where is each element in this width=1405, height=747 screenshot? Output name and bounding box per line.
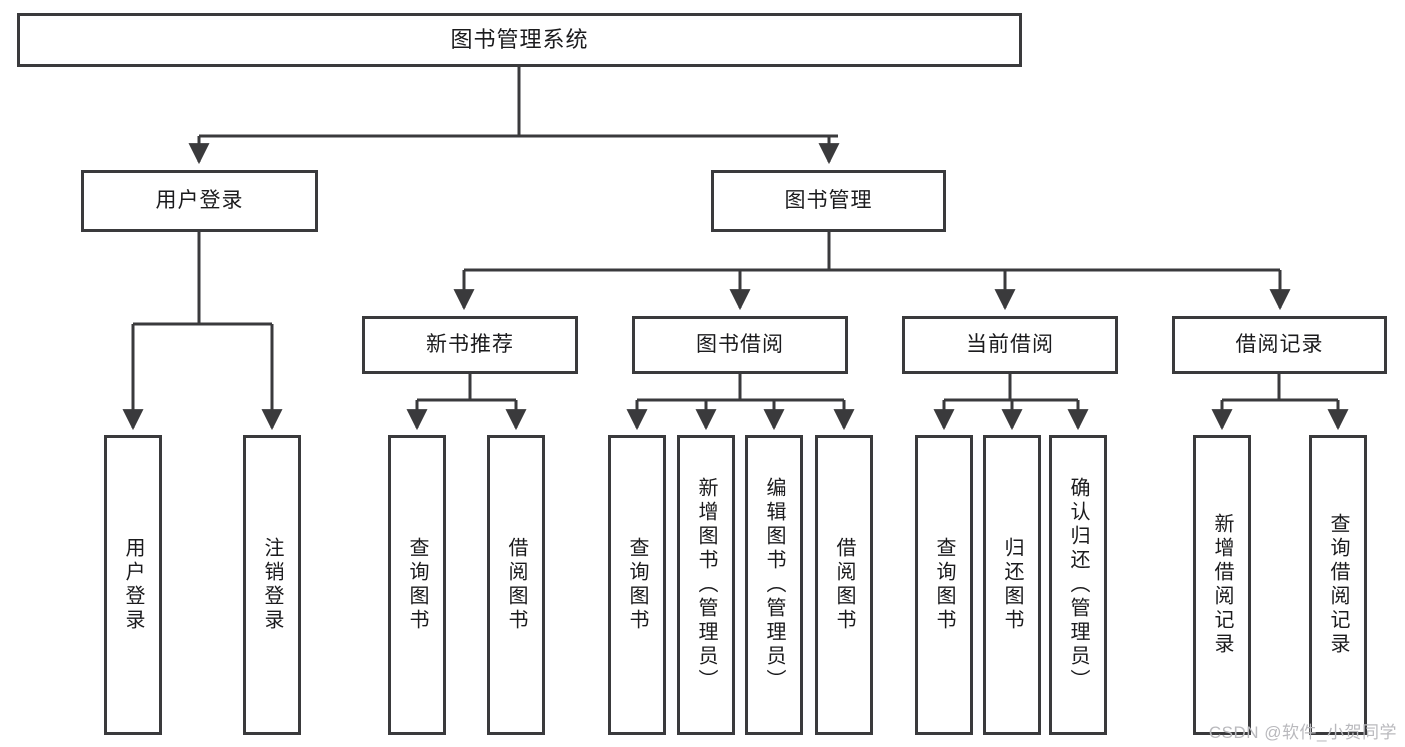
node-leaf-add-borrow-record[interactable]: 新增借阅记录 [1193, 435, 1251, 735]
watermark: CSDN @软件_小贺同学 [1208, 723, 1397, 742]
node-leaf-query-book-1[interactable]: 查询图书 [388, 435, 446, 735]
node-leaf-edit-book-admin-label: 编辑图书（管理员） [763, 477, 785, 693]
node-leaf-logout-login[interactable]: 注销登录 [243, 435, 301, 735]
node-book-manage-label: 图书管理 [784, 188, 873, 212]
node-leaf-add-book-admin-label: 新增图书（管理员） [695, 477, 717, 693]
node-user-login-label: 用户登录 [155, 188, 244, 212]
node-current-borrow-label: 当前借阅 [966, 332, 1054, 356]
node-book-borrow-label: 图书借阅 [696, 332, 784, 356]
node-leaf-borrow-book-2-label: 借阅图书 [833, 537, 855, 633]
node-leaf-return-book-label: 归还图书 [1001, 537, 1023, 633]
node-leaf-borrow-book-1-label: 借阅图书 [505, 537, 527, 633]
node-leaf-confirm-return-admin-label: 确认归还（管理员） [1067, 477, 1089, 693]
node-leaf-borrow-book-1[interactable]: 借阅图书 [487, 435, 545, 735]
node-leaf-query-borrow-record[interactable]: 查询借阅记录 [1309, 435, 1367, 735]
node-leaf-logout-login-label: 注销登录 [261, 537, 283, 633]
node-leaf-query-book-3-label: 查询图书 [933, 537, 955, 633]
node-root[interactable]: 图书管理系统 [17, 13, 1022, 67]
node-leaf-add-borrow-record-label: 新增借阅记录 [1211, 513, 1233, 657]
node-borrow-record[interactable]: 借阅记录 [1172, 316, 1387, 374]
node-leaf-user-login-label: 用户登录 [122, 537, 144, 633]
node-leaf-return-book[interactable]: 归还图书 [983, 435, 1041, 735]
node-leaf-query-book-2[interactable]: 查询图书 [608, 435, 666, 735]
node-leaf-query-book-3[interactable]: 查询图书 [915, 435, 973, 735]
node-current-borrow[interactable]: 当前借阅 [902, 316, 1118, 374]
node-leaf-add-book-admin[interactable]: 新增图书（管理员） [677, 435, 735, 735]
node-leaf-borrow-book-2[interactable]: 借阅图书 [815, 435, 873, 735]
node-new-book-recommend-label: 新书推荐 [426, 332, 514, 356]
node-root-label: 图书管理系统 [450, 27, 589, 53]
node-book-borrow[interactable]: 图书借阅 [632, 316, 848, 374]
node-new-book-recommend[interactable]: 新书推荐 [362, 316, 578, 374]
node-user-login[interactable]: 用户登录 [81, 170, 318, 232]
node-leaf-edit-book-admin[interactable]: 编辑图书（管理员） [745, 435, 803, 735]
node-book-manage[interactable]: 图书管理 [711, 170, 946, 232]
node-leaf-user-login[interactable]: 用户登录 [104, 435, 162, 735]
node-leaf-query-book-2-label: 查询图书 [626, 537, 648, 633]
node-leaf-confirm-return-admin[interactable]: 确认归还（管理员） [1049, 435, 1107, 735]
node-leaf-query-borrow-record-label: 查询借阅记录 [1327, 513, 1349, 657]
node-leaf-query-book-1-label: 查询图书 [406, 537, 428, 633]
node-borrow-record-label: 借阅记录 [1235, 332, 1324, 356]
